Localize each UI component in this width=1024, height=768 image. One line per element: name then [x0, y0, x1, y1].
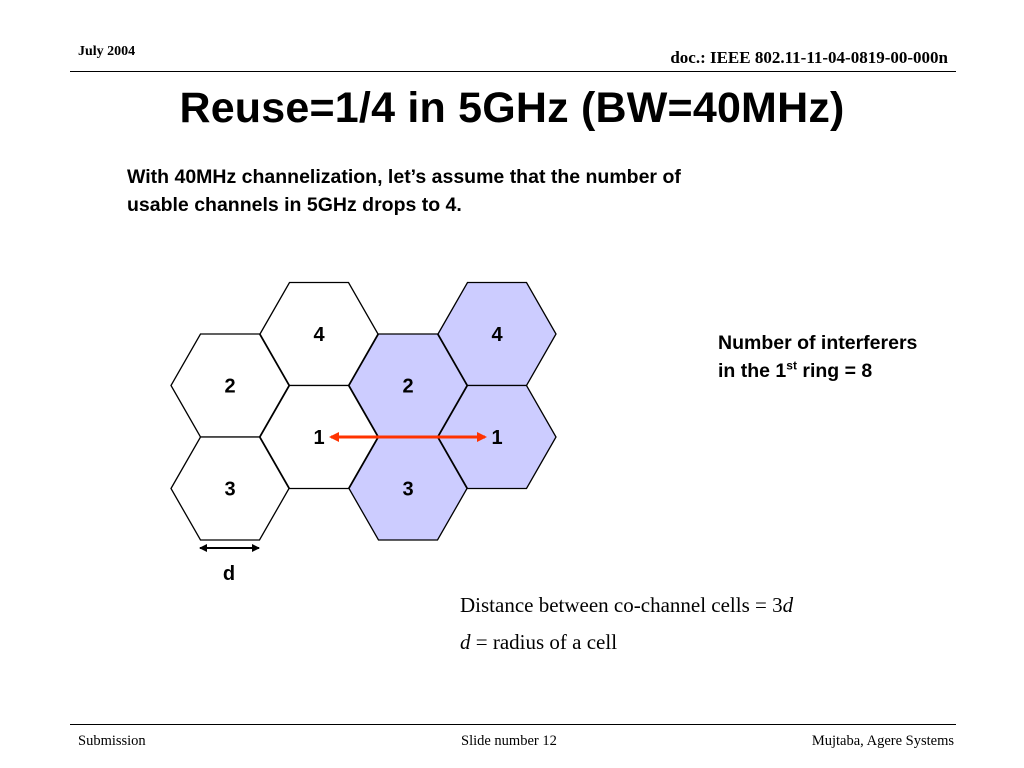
cell-channel-label: 1 [313, 427, 324, 449]
cell-channel-label: 3 [402, 479, 413, 501]
hex-cell [170, 436, 290, 541]
header-divider [70, 71, 956, 72]
footer-divider [70, 724, 956, 725]
radius-text: = radius of a cell [470, 630, 618, 654]
cell-radius-scale-label: d [223, 563, 235, 585]
interferers-ordinal: st [786, 358, 797, 373]
interferers-prefix: in the 1 [718, 360, 787, 382]
hex-cell-labels: 4 4 2 2 1 1 3 3 [224, 324, 503, 501]
distance-variable: d [782, 593, 794, 617]
intro-line-2: usable channels in 5GHz drops to 4. [127, 194, 462, 216]
hex-cells [170, 281, 557, 541]
radius-definition: d = radius of a cell [460, 630, 617, 655]
cell-channel-label: 3 [224, 479, 235, 501]
intro-text: With 40MHz channelization, let’s assume … [127, 163, 847, 219]
footer-slide-number: Slide number 12 [461, 733, 557, 749]
cell-channel-label: 2 [402, 376, 413, 398]
cell-channel-label: 4 [313, 324, 325, 346]
cell-channel-label: 1 [491, 427, 502, 449]
cell-channel-label: 2 [224, 376, 235, 398]
distance-formula: Distance between co-channel cells = 3d [460, 593, 793, 618]
intro-line-1: With 40MHz channelization, let’s assume … [127, 166, 681, 188]
distance-text: Distance between co-channel cells = 3 [460, 593, 783, 617]
interferers-line-2: in the 1st ring = 8 [718, 357, 917, 385]
footer-submission: Submission [78, 733, 146, 749]
header-doc-id: doc.: IEEE 802.11-11-04-0819-00-000n [670, 48, 948, 67]
interferers-suffix: ring = 8 [796, 360, 873, 382]
header-date: July 2004 [78, 44, 136, 59]
interferers-note: Number of interferers in the 1st ring = … [718, 329, 917, 385]
radius-variable: d [460, 630, 471, 654]
footer-author: Mujtaba, Agere Systems [811, 733, 954, 749]
interferers-line-1: Number of interferers [718, 332, 918, 354]
cell-channel-label: 4 [491, 324, 503, 346]
slide-title: Reuse=1/4 in 5GHz (BW=40MHz) [179, 84, 845, 132]
